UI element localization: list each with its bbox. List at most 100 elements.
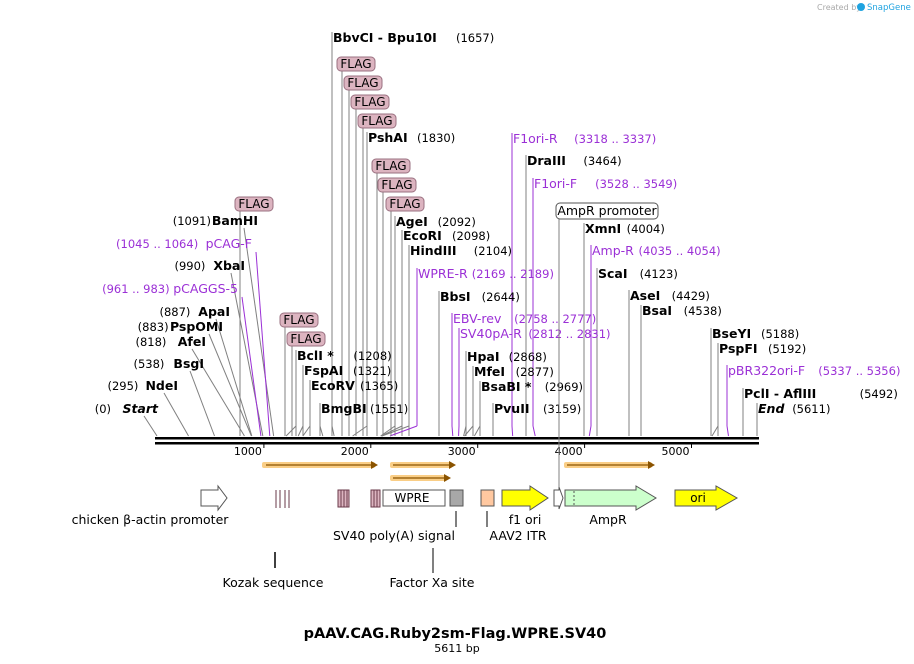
flag-tags: FLAG FLAG FLAG FLAG FLAG FLAG FLAG FLAG FLAG FLAG [234,56,425,347]
enzyme-site-agei[interactable]: AgeI(2092) [396,214,476,229]
flag-tag[interactable]: FLAG [234,196,274,212]
enzyme-site-bbsi[interactable]: BbsI(2644) [440,289,520,304]
enzyme-site-bseyi[interactable]: BseYI(5188) [712,326,799,341]
primer-position: (1045 .. 1064) [116,237,198,251]
enzyme-site-asei[interactable]: AseI(4429) [630,288,710,303]
flag-tag[interactable]: FLAG [385,196,425,212]
flag-feature-block-1-stripes [340,490,348,507]
backbone-bottom-strand [155,442,759,445]
primer-pcag-f[interactable]: pCAG-F (1045 .. 1064) [116,236,252,251]
enzyme-site-xmni[interactable]: XmnI(4004) [585,221,665,236]
enzyme-name: HpaI [467,349,500,364]
enzyme-position: (1208) [353,349,391,363]
enzyme-site-scai[interactable]: ScaI(4123) [598,266,678,281]
enzyme-site-bsgi[interactable]: (538)BsgI [133,356,204,371]
flag-tag[interactable]: FLAG [377,177,417,193]
enzyme-site-pvuii[interactable]: PvuII(3159) [494,401,581,416]
enzyme-leader [143,415,158,437]
enzyme-site-pspfi[interactable]: PspFI(5192) [719,341,806,356]
enzyme-position: (1365) [360,379,398,393]
f1-ori-label: f1 ori [509,512,542,527]
enzyme-leader-bend [711,425,719,437]
enzyme-name: AfeI [178,334,206,349]
enzyme-name: PvuII [494,401,530,416]
enzyme-site-fspai[interactable]: FspAI(1321) [304,363,391,378]
enzyme-site-start[interactable]: (0)Start [95,401,159,416]
flag-tag[interactable]: FLAG [350,94,390,110]
primer-sv40pa-r[interactable]: SV40pA-R(2812 .. 2831) [460,326,611,341]
enzyme-site-apai[interactable]: (887)ApaI [159,304,230,319]
flag-tag[interactable]: FLAG [279,312,319,328]
primer-name: SV40pA-R [460,326,522,341]
enzyme-site-bsai[interactable]: BsaI(4538) [642,303,722,318]
enzyme-site-end[interactable]: End(5611) [758,401,830,416]
enzyme-site-hpai[interactable]: HpaI (2868) [467,349,547,364]
snapgene-logo-icon [857,3,865,11]
enzyme-leader [163,392,189,437]
enzyme-position: (2969) [545,380,583,394]
primer-ebv-rev[interactable]: EBV-rev (2758 .. 2777) [453,311,596,326]
enzyme-site-ndei[interactable]: (295)NdeI [107,378,178,393]
primer-amp-r[interactable]: Amp-R(4035 .. 4054) [592,243,721,258]
primer-leader-bend [511,425,514,437]
flag-feature-marks-1 [275,490,290,508]
enzyme-name: PclI - AflIII [744,386,816,401]
flag-tag-box [234,196,274,212]
enzyme-site-ecorv[interactable]: EcoRV(1365) [311,378,398,393]
enzyme-site-bmgbi[interactable]: BmgBI(1551) [321,401,408,416]
flag-tag-box [357,113,397,129]
primer-leader-bend [726,425,729,437]
primer-name: pCAG-F [206,236,252,251]
enzyme-position: (2868) [509,350,547,364]
enzyme-name: BclI * [297,348,334,363]
enzyme-name: HindIII [410,243,457,258]
enzyme-site-bbvci-bpu10i[interactable]: BbvCI - Bpu10I(1657) [333,30,494,45]
primer-f1ori-r[interactable]: F1ori-R(3318 .. 3337) [513,131,656,146]
flag-tag[interactable]: FLAG [343,75,383,91]
flag-tag-box [385,196,425,212]
plasmid-length: 5611 bp [434,642,479,655]
backbone-top-strand [155,437,759,440]
site-labels: (0)Start (295)NdeI (538)BsgI (818)AfeI(883)… [95,30,901,416]
primer-f1ori-f[interactable]: F1ori-F(3528 .. 3549) [534,176,677,191]
flag-tag[interactable]: FLAG [286,331,326,347]
plasmid-title: pAAV.CAG.Ruby2sm-Flag.WPRE.SV40 [304,626,607,642]
enzyme-name: BbvCI - Bpu10I [333,30,437,45]
flag-tag-label: FLAG [347,76,378,90]
flag-tag[interactable]: FLAG [357,113,397,129]
enzyme-site-hindiii[interactable]: HindIII(2104) [410,243,512,258]
ori-label: ori [690,491,706,505]
orf-arrowhead-1 [371,461,378,469]
orf-arrowhead-3 [444,474,451,482]
enzyme-site-mfei[interactable]: MfeI(2877) [474,364,554,379]
enzyme-leader [191,348,245,437]
enzyme-site-pcli-afliii[interactable]: PclI - AflIII(5492) [744,386,898,401]
enzyme-site-ecori[interactable]: EcoRI(2098) [403,228,490,243]
primer-pbr322ori-f[interactable]: pBR322ori-F(5337 .. 5356) [728,363,900,378]
enzyme-name: FspAI [304,363,343,378]
enzyme-site-afei[interactable]: (818)AfeI [135,334,206,349]
primer-name: EBV-rev [453,311,502,326]
primer-name: pBR322ori-F [728,363,805,378]
enzyme-position: (4538) [684,304,722,318]
primer-name: WPRE-R [418,266,468,281]
primer-position: (2758 .. 2777) [514,312,596,326]
enzyme-site-draiii[interactable]: DraIII(3464) [527,153,622,168]
primer-wpre-r[interactable]: WPRE-R(2169 .. 2189) [418,266,554,281]
primer-pcaggs-5[interactable]: pCAGGS-5(961 .. 983) [102,281,238,296]
ampr-arrow [564,485,657,511]
enzyme-site-bcli-[interactable]: BclI * (1208) [297,348,392,363]
amp-promoter-box [555,202,659,220]
amp-promoter-callout: AmpR promoter [555,202,659,487]
enzyme-site-pshai[interactable]: PshAI(1830) [368,130,455,145]
enzyme-site-pspomi[interactable]: (883)PspOMI [138,319,223,334]
enzyme-site-bsabi-[interactable]: BsaBI *(2969) [481,379,583,394]
enzyme-site-xbai[interactable]: (990)XbaI [174,258,245,273]
flag-tag[interactable]: FLAG [371,158,411,174]
flag-tag[interactable]: FLAG [336,56,376,72]
enzyme-site-bamhi[interactable]: (1091)BamHI [173,213,258,228]
primer-leader-bend [389,425,418,437]
enzyme-position: (2098) [452,229,490,243]
primer-leader-bend [588,425,592,437]
